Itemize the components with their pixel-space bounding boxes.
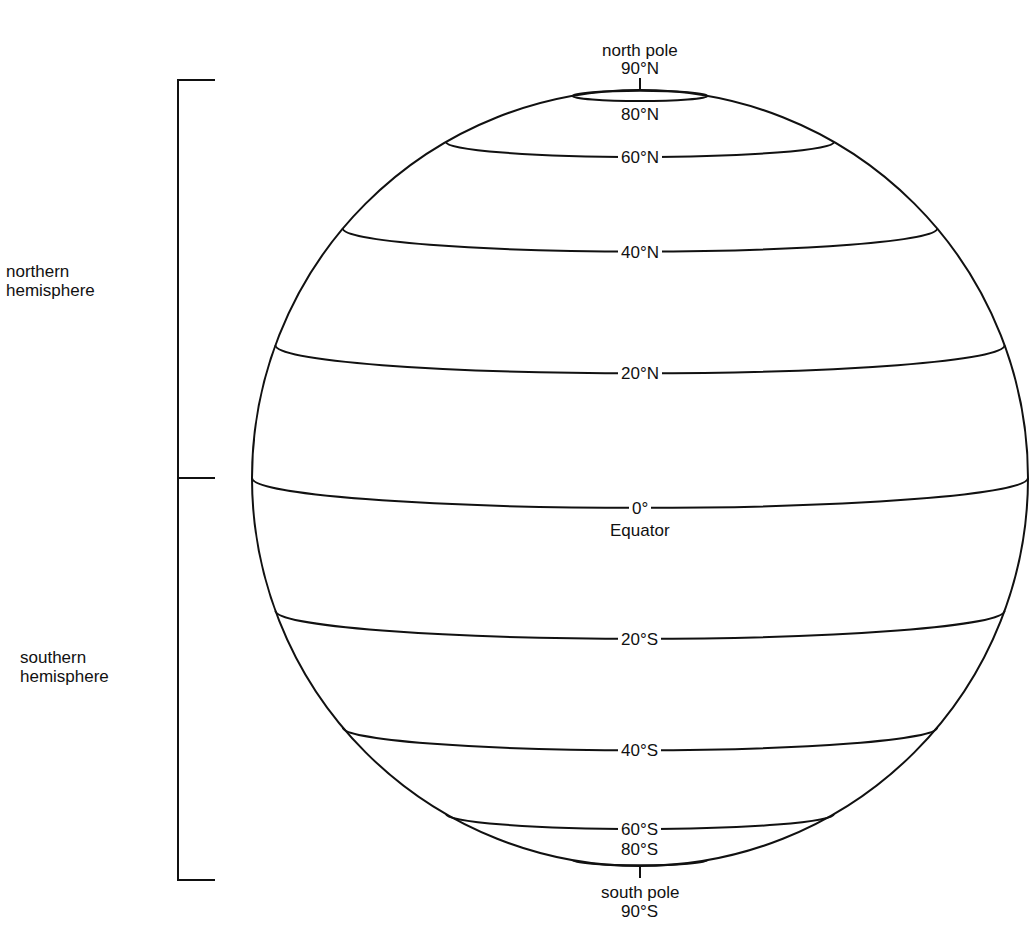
latitude-value: 20°S	[618, 630, 661, 649]
latitude-value: 0°	[629, 499, 651, 518]
latitude-value: 80°N	[618, 105, 662, 124]
latitude-value: 90°N	[618, 59, 662, 78]
pole-tick	[639, 78, 641, 90]
hemisphere-bracket	[178, 80, 215, 880]
latitude-value: 80°S	[618, 840, 661, 859]
latitude-value: 90°S	[618, 902, 661, 921]
pole-tick	[639, 866, 641, 878]
latitude-value: 60°S	[618, 820, 661, 839]
latitude-line	[573, 860, 708, 865]
latitude-value: 40°S	[618, 741, 661, 760]
latitude-value: 20°N	[618, 364, 662, 383]
latitude-value: 40°N	[618, 243, 662, 262]
hemisphere-label: southern hemisphere	[20, 648, 120, 686]
hemisphere-label: northern hemisphere	[6, 262, 106, 300]
pole-label: south pole	[598, 883, 682, 902]
equator-label: Equator	[607, 521, 673, 540]
globe-outline	[252, 90, 1028, 866]
latitude-line	[573, 91, 708, 101]
bracket-divider	[178, 477, 215, 479]
pole-label: north pole	[599, 41, 681, 60]
latitude-value: 60°N	[618, 148, 662, 167]
